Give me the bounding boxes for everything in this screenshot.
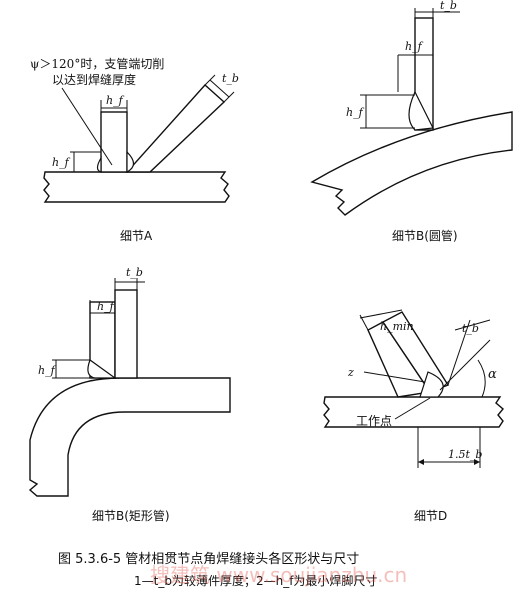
detail-b-round-hf-left-label: h_f	[346, 106, 365, 119]
detail-b-round-hf-label: h_f	[405, 40, 424, 53]
detail-d: h_min t_b z α 工作点 1.5t_b 细节D	[323, 309, 504, 523]
detail-d-work-point-label: 工作点	[356, 414, 392, 428]
detail-d-tb-label: t_b	[462, 322, 479, 335]
detail-b-rect: t_b h_f h_f 细节B(矩形管)	[28, 266, 231, 523]
detail-a: ψ＞120°时，支管端切削 以达到焊缝厚度 h_f h_f t_b 细节A	[30, 56, 239, 243]
detail-b-rect-branch-wall	[114, 289, 138, 379]
detail-d-alpha-ray	[439, 339, 491, 391]
detail-a-chord-plate	[43, 171, 230, 203]
detail-a-weld-right	[126, 150, 135, 174]
detail-a-hf-left-label: h_f	[52, 156, 71, 169]
detail-a-tb-label: t_b	[222, 72, 239, 85]
detail-b-round-weld	[408, 90, 434, 131]
detail-d-chord-plate	[323, 396, 504, 428]
detail-a-tb-dim	[209, 79, 230, 98]
detail-b-rect-hf-label: h_f	[97, 300, 116, 313]
detail-b-round-title: 细节B(圆管)	[392, 228, 458, 243]
detail-b-round: t_b h_f h_f 细节B(圆管)	[310, 0, 513, 243]
detail-a-vertical-branch	[100, 111, 128, 173]
detail-b-rect-chord	[28, 377, 231, 497]
figure-caption-title: 图 5.3.6-5 管材相贯节点角焊缝接头各区形状与尺寸	[58, 551, 359, 567]
detail-d-z-dim	[363, 371, 426, 383]
detail-d-dim-arrow-right	[474, 459, 480, 465]
detail-a-weld-left	[96, 155, 102, 173]
detail-d-z-label: z	[347, 366, 354, 379]
detail-d-dim-label: 1.5t_b	[448, 448, 482, 461]
detail-d-dim-arrow-left	[418, 459, 424, 465]
detail-d-alpha-label: α	[488, 367, 497, 382]
detail-d-hmin-label: h_min	[380, 320, 414, 333]
detail-b-rect-hf-left-label: h_f	[38, 364, 57, 377]
detail-d-title: 细节D	[414, 509, 447, 523]
detail-b-round-tb-label: t_b	[440, 0, 457, 12]
detail-d-alpha-arc	[477, 359, 486, 398]
detail-b-rect-weld	[87, 359, 117, 379]
detail-a-hf-label: h_f	[106, 94, 125, 107]
detail-d-tb-ext	[447, 319, 471, 386]
detail-a-inclined-branch	[125, 84, 226, 173]
detail-d-work-point-leader	[394, 397, 431, 420]
detail-d-tb-dim	[454, 319, 491, 331]
detail-b-rect-tb-label: t_b	[126, 266, 143, 279]
detail-b-round-chord	[310, 111, 513, 216]
detail-a-title: 细节A	[120, 229, 153, 243]
detail-a-note-line2: 以达到焊缝厚度	[52, 72, 136, 87]
figure-caption-note: 1—t_b为较薄件厚度；2—h_f为最小焊脚尺寸	[134, 573, 377, 588]
detail-d-hmin-dim	[359, 309, 403, 319]
watermark: 搜建筑 www.soujianzhu.cn	[150, 563, 407, 587]
detail-a-note-line1: ψ＞120°时，支管端切削	[30, 56, 164, 71]
detail-b-rect-title: 细节B(矩形管)	[92, 508, 170, 523]
detail-a-note-leader	[61, 87, 113, 166]
